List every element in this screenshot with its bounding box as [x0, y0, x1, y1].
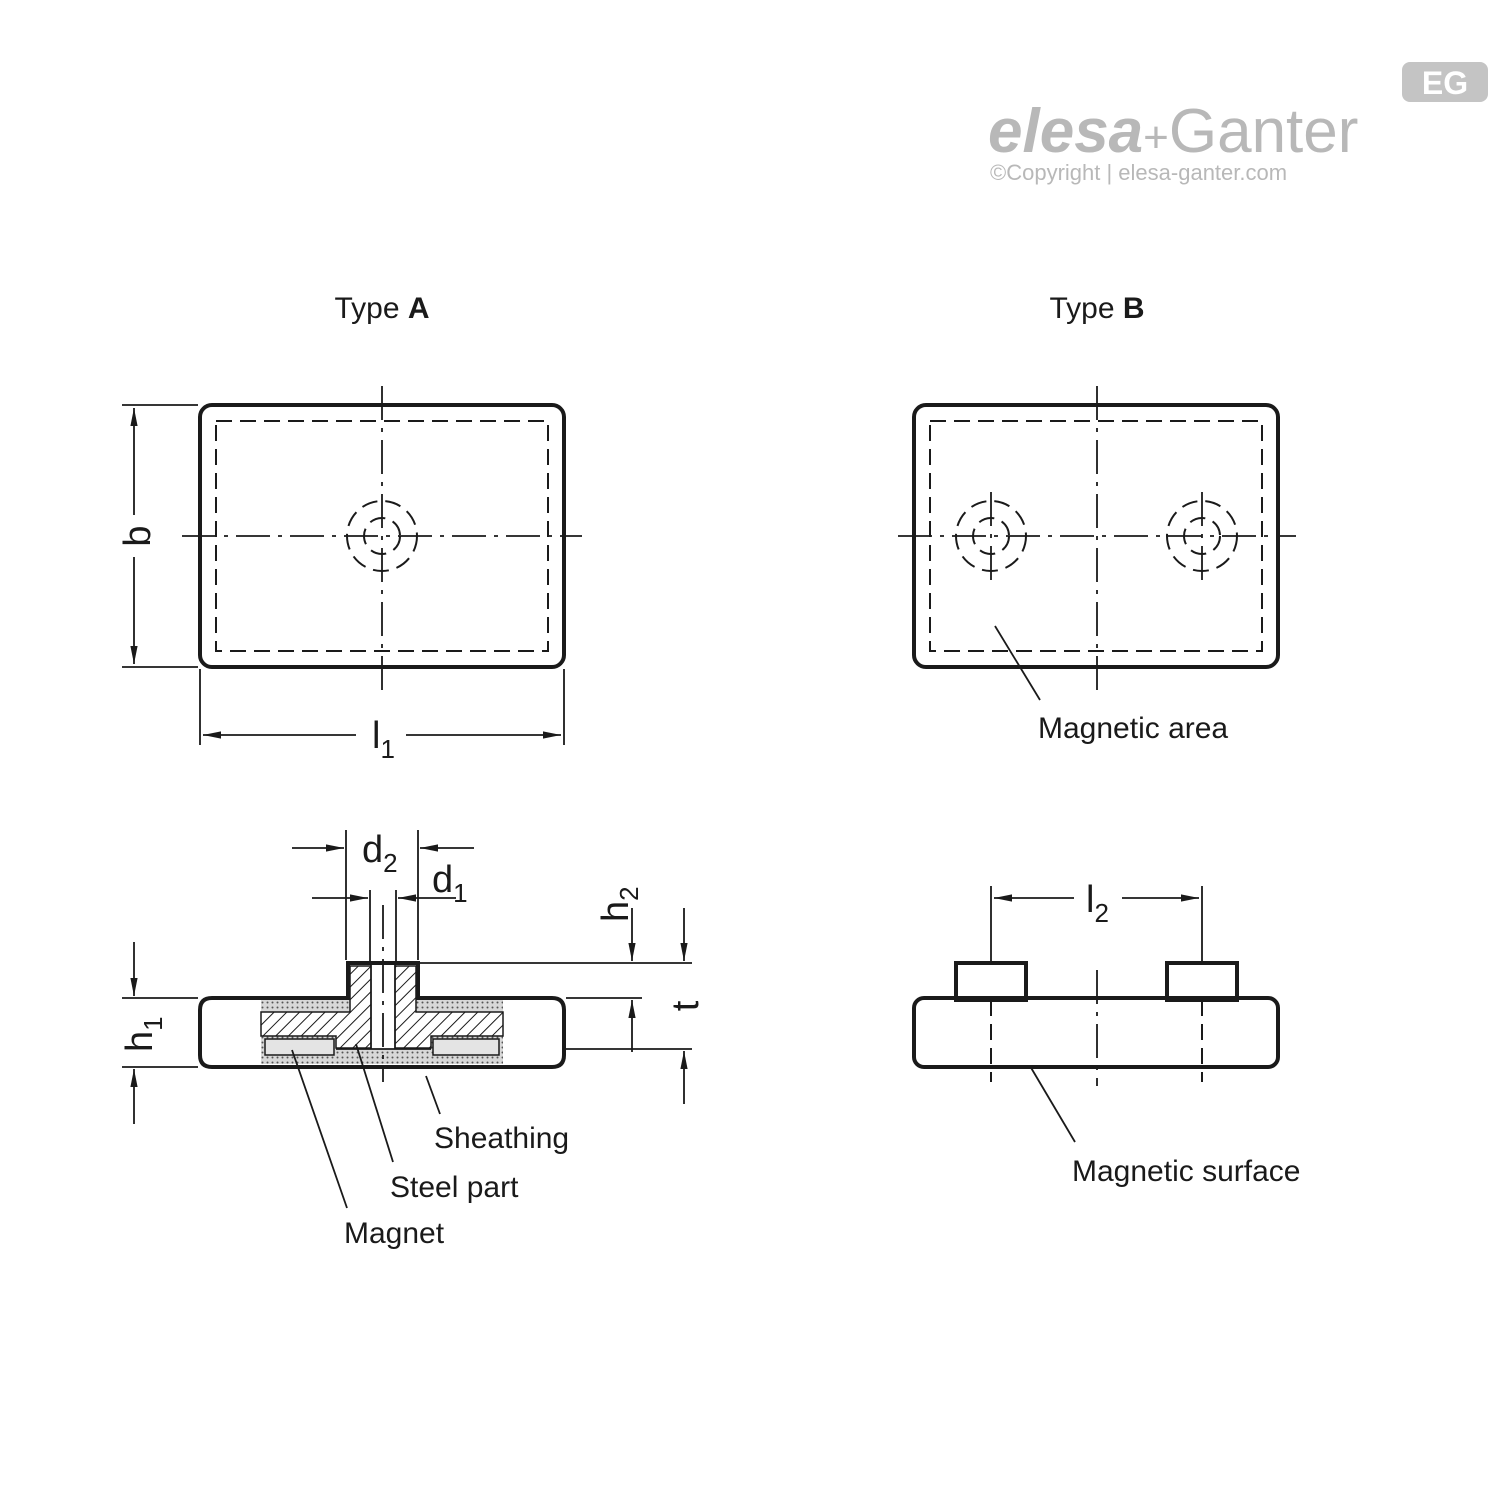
logo-brand-left: elesa	[988, 97, 1143, 166]
callout-sheathing: Sheathing	[434, 1122, 569, 1155]
type-b-top-view: Magnetic area	[898, 386, 1296, 745]
callout-steel-part: Steel part	[390, 1171, 519, 1204]
magnetic-surface-leader	[1029, 1065, 1076, 1143]
dim-d2-label: d2	[362, 829, 398, 878]
type-a-section-outline	[198, 961, 566, 1069]
type-a-hole-inner	[363, 517, 401, 555]
logo-badge-text: EG	[1422, 65, 1468, 101]
type-b-side-view: l2 Magnetic surface	[912, 874, 1300, 1188]
logo-brand-plus: +	[1143, 113, 1169, 162]
type-a-hole-outer	[346, 500, 418, 572]
magnetic-area-leader	[994, 625, 1041, 701]
logo-brand-right: Ganter	[1169, 97, 1359, 166]
callout-magnetic-surface: Magnetic surface	[1072, 1155, 1300, 1188]
type-b-side-base	[912, 996, 1280, 1069]
logo: EG elesa+Ganter ©Copyright | elesa-gante…	[988, 62, 1488, 185]
type-b-title: Type B	[1049, 292, 1144, 325]
dim-b-label: b	[117, 525, 159, 546]
logo-copyright: ©Copyright | elesa-ganter.com	[990, 160, 1287, 185]
type-a-title: Type A	[334, 292, 429, 325]
dim-d1-label: d1	[432, 859, 468, 908]
dim-h2-label: h2	[595, 886, 644, 922]
magnet-right	[432, 1038, 500, 1056]
dim-l1-label: l1	[372, 715, 395, 764]
type-b-side-boss-left	[954, 961, 1028, 1002]
type-b-prefix: Type	[1049, 292, 1122, 325]
magnet-left	[264, 1038, 335, 1056]
callout-magnet: Magnet	[344, 1217, 445, 1250]
type-b-letter: B	[1123, 292, 1145, 325]
dim-h1-label: h1	[119, 1016, 168, 1052]
logo-brand: elesa+Ganter	[988, 97, 1358, 166]
magnet-leader	[291, 1049, 348, 1209]
type-a-top-view: b l1	[117, 386, 582, 764]
steel-part-leader	[355, 1043, 394, 1163]
sheathing-leader	[425, 1075, 441, 1115]
type-a-section-view: d2 d1 h1 h2 t Sheath	[119, 829, 707, 1250]
type-a-prefix: Type	[334, 292, 407, 325]
dim-l2-label: l2	[1086, 879, 1109, 928]
logo-badge-box	[1402, 62, 1488, 102]
type-a-letter: A	[408, 292, 430, 325]
type-b-side-boss-right	[1165, 961, 1239, 1002]
callout-magnetic-area: Magnetic area	[1038, 712, 1228, 745]
dim-t-label: t	[665, 1000, 707, 1011]
